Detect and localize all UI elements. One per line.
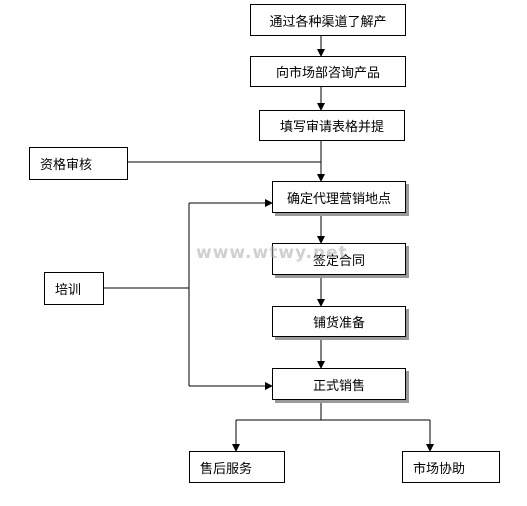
branch-after-sales: 售后服务 bbox=[189, 451, 285, 483]
step-learn-product: 通过各种渠道了解产 bbox=[250, 4, 406, 36]
step-label: 铺货准备 bbox=[312, 316, 365, 331]
step-label: 签定合同 bbox=[312, 253, 365, 269]
step-consult-market-dept: 向市场部咨询产品 bbox=[250, 56, 406, 87]
watermark-text: www.wtwy.net bbox=[196, 243, 348, 263]
step-label: 填写审请表格并提 bbox=[279, 120, 384, 135]
step-label: 确定代理营销地点 bbox=[286, 191, 391, 207]
branch-market-assist: 市场协助 bbox=[402, 451, 500, 483]
branch-label: 市场协助 bbox=[413, 461, 466, 477]
side-label: 资格审核 bbox=[40, 158, 93, 173]
step-label: 正式销售 bbox=[312, 378, 365, 394]
step-stock-preparation: 铺货准备 bbox=[272, 306, 406, 337]
step-sign-contract: 签定合同 bbox=[272, 243, 406, 275]
side-training: 培训 bbox=[44, 272, 104, 305]
side-qualification-review: 资格审核 bbox=[29, 147, 128, 180]
step-confirm-location: 确定代理营销地点 bbox=[272, 181, 406, 213]
step-label: 向市场部咨询产品 bbox=[275, 66, 380, 81]
step-label: 通过各种渠道了解产 bbox=[269, 14, 387, 30]
step-fill-application: 填写审请表格并提 bbox=[259, 110, 405, 141]
step-official-sales: 正式销售 bbox=[272, 368, 406, 400]
side-label: 培训 bbox=[55, 283, 82, 298]
branch-label: 售后服务 bbox=[200, 461, 253, 477]
